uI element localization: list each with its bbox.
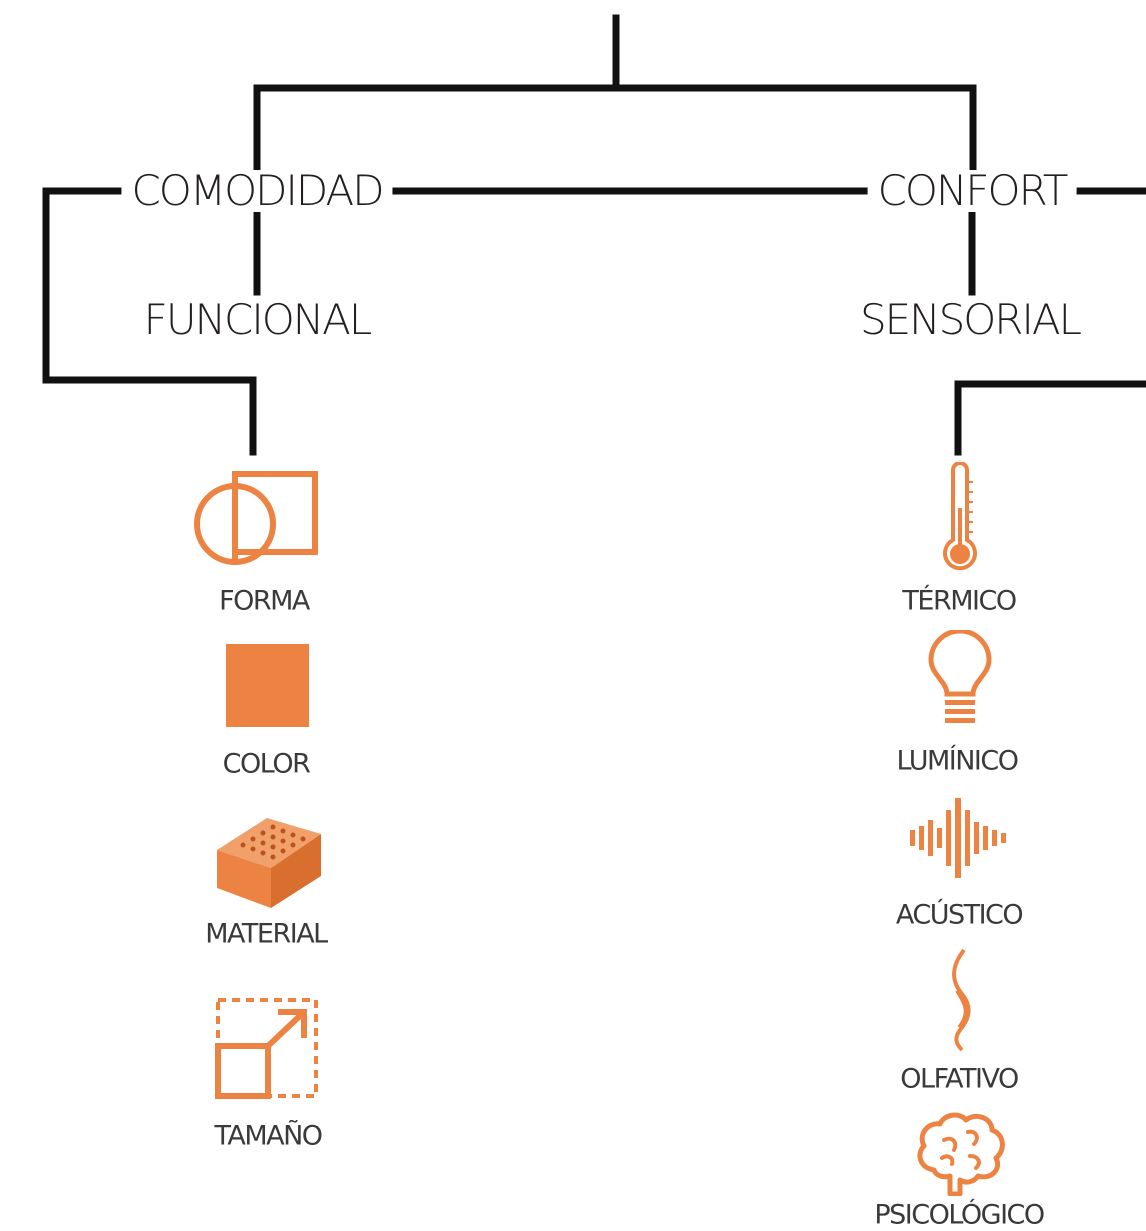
smell-wave-icon xyxy=(952,948,971,1052)
item-label-forma: FORMA xyxy=(219,585,310,617)
item-label-termico: TÉRMICO xyxy=(902,585,1017,617)
shape-circle-square-icon xyxy=(194,471,318,565)
comodidad-label: COMODIDAD xyxy=(121,170,393,212)
lightbulb-icon xyxy=(928,630,992,723)
brick-icon xyxy=(217,818,321,908)
brain-icon xyxy=(917,1112,1005,1196)
sensorial-label: SENSORIAL xyxy=(849,299,1091,341)
item-label-color: COLOR xyxy=(222,748,311,780)
thermometer-icon xyxy=(943,462,977,571)
sound-wave-icon xyxy=(910,798,1006,878)
resize-arrow-icon xyxy=(215,998,318,1099)
item-label-psicologico: PSICOLÓGICO xyxy=(874,1199,1045,1231)
item-label-olfativo: OLFATIVO xyxy=(900,1063,1019,1095)
item-label-luminico: LUMÍNICO xyxy=(896,745,1019,777)
item-label-tamano: TAMAÑO xyxy=(214,1120,323,1152)
funcional-label: FUNCIONAL xyxy=(133,299,381,341)
confort-label: CONFORT xyxy=(867,170,1077,212)
item-label-acustico: ACÚSTICO xyxy=(895,899,1024,931)
color-square-icon xyxy=(226,644,309,727)
item-label-material: MATERIAL xyxy=(205,918,328,950)
